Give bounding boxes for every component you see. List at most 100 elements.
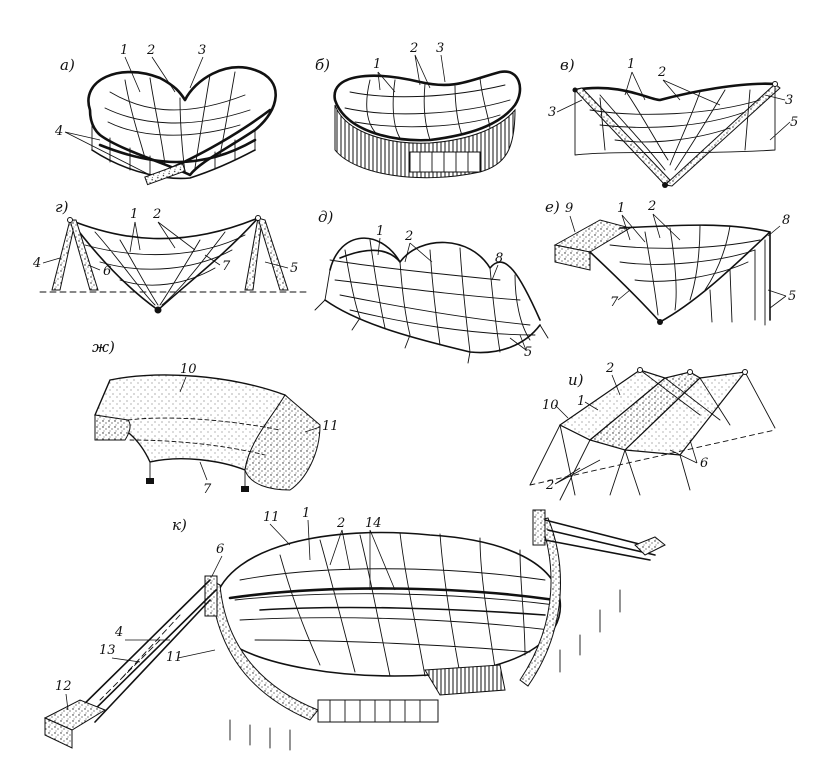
panel-k: к) 6 11 1 2 14 4 13 11 1	[43, 506, 666, 751]
panel-i-saddle-2	[588, 371, 701, 451]
panel-zh-foot-left	[146, 478, 154, 484]
panel-zh-legs	[149, 461, 246, 491]
panel-i-num-2a: 2	[605, 361, 614, 376]
panel-v: в) 1 2 3 3 5	[548, 56, 798, 188]
panel-b-num-3: 3	[436, 41, 444, 56]
panel-e-verticals	[709, 239, 766, 326]
panel-zh-cables	[127, 417, 281, 456]
panel-g-num-6: 6	[103, 264, 111, 279]
panel-k-facade	[317, 699, 439, 723]
panel-e-letter: е)	[545, 198, 560, 216]
panel-a-contour-ring	[87, 66, 277, 177]
panel-k-arch-right	[519, 517, 561, 687]
panel-d-anchors	[314, 299, 549, 364]
panel-k-num-12: 12	[55, 679, 72, 694]
panel-e-num-2: 2	[647, 199, 656, 214]
panel-g-leaders	[42, 221, 289, 271]
panel-k-anchor-right	[634, 536, 666, 556]
panel-zh-leaders	[179, 376, 321, 481]
panel-b-letter: б)	[315, 56, 330, 74]
panel-i-num-2b: 2	[545, 478, 554, 493]
panel-d-top-profile	[329, 237, 541, 321]
panel-d-num-8: 8	[495, 251, 503, 266]
panel-d-leaders	[377, 237, 527, 351]
panel-k-arch-left	[209, 579, 319, 721]
panel-a-net	[104, 71, 251, 173]
panel-k-cable-13	[99, 614, 181, 701]
panel-v-frame	[574, 83, 776, 156]
panel-k-num-13: 13	[99, 643, 116, 658]
panel-v-top-edge	[573, 82, 777, 102]
panel-b-leaders	[377, 54, 446, 93]
panel-d-num-5: 5	[524, 345, 532, 360]
panel-g-node-left	[67, 217, 73, 223]
panel-a-num-1: 1	[120, 43, 128, 58]
panel-g-num-2: 2	[152, 207, 161, 222]
panel-k-ramp	[424, 664, 506, 696]
panel-d-num-2: 2	[404, 229, 413, 244]
panel-i-num-10: 10	[542, 398, 559, 413]
panel-v-node-bottom	[662, 182, 668, 188]
panel-g-num-7: 7	[222, 259, 231, 274]
panel-v-leaders	[556, 71, 791, 141]
panel-i-node-2	[687, 369, 693, 375]
panel-k-num-2: 2	[336, 516, 345, 531]
panel-d: д) 1 2 8 5	[314, 208, 549, 364]
panel-b: б) 1 2 3	[315, 41, 522, 179]
panel-i: и) 2 1 10 2 6	[529, 361, 776, 501]
panel-d-arches	[324, 239, 531, 353]
panel-i-ground	[529, 429, 776, 486]
panel-v-num-3a: 3	[548, 105, 556, 120]
panel-e: е) 9 1 2 8 7 5	[545, 198, 796, 326]
panel-k-cable-14b	[259, 606, 546, 616]
panel-k-main-ring	[214, 531, 562, 677]
panel-i-stays	[529, 369, 776, 501]
panel-e-num-1: 1	[617, 201, 625, 216]
panel-v-num-5: 5	[790, 115, 798, 130]
panel-a-num-3: 3	[198, 43, 206, 58]
panel-d-net	[329, 259, 536, 336]
panel-g-node-bottom	[154, 306, 162, 314]
panel-i-node-3	[742, 369, 748, 375]
panel-d-rib-1	[339, 249, 401, 263]
panel-e-num-7: 7	[610, 295, 619, 310]
panel-zh-arch	[244, 394, 321, 491]
panel-i-leaders	[554, 374, 698, 485]
panel-i-letter: и)	[568, 371, 584, 389]
panel-k-backstay-right	[544, 519, 656, 561]
panel-k-num-6: 6	[216, 542, 224, 557]
panel-a: а) 1 2 3 4	[54, 43, 277, 186]
panel-a-arch-4a	[98, 138, 257, 164]
panel-v-arch-right	[663, 83, 781, 187]
panel-g-strut-right	[257, 217, 289, 291]
panel-e-support-front	[554, 244, 591, 271]
panel-k-cable-14	[228, 587, 557, 602]
panel-a-base	[91, 149, 256, 180]
panel-v-node-right	[772, 81, 778, 87]
panel-e-num-9: 9	[565, 201, 573, 216]
panel-e-leaders	[569, 213, 787, 309]
panel-e-num-8: 8	[782, 213, 790, 228]
panel-a-num-2: 2	[146, 43, 155, 58]
panel-a-num-4: 4	[54, 124, 63, 139]
panel-e-num-5: 5	[788, 289, 796, 304]
panel-g-num-1: 1	[130, 207, 138, 222]
panel-k-num-11b: 11	[166, 650, 183, 665]
panel-i-num-1: 1	[577, 394, 585, 409]
panel-k-leaders	[65, 519, 396, 711]
panel-g-node-right	[255, 215, 261, 221]
panel-b-contour-ring	[333, 70, 522, 142]
panel-e-net	[609, 225, 761, 316]
panel-b-num-2: 2	[409, 41, 418, 56]
panel-zh-foot-right	[241, 486, 249, 492]
panel-v-node-left	[572, 87, 578, 93]
panel-zh-num-11: 11	[322, 419, 339, 434]
panel-v-num-2: 2	[657, 65, 666, 80]
panel-g: г) 1 2 4 6 7 5	[32, 198, 311, 314]
panel-zh-num-7: 7	[203, 482, 212, 497]
panel-e-node-bottom	[657, 319, 663, 325]
panel-g-num-5: 5	[290, 261, 298, 276]
panel-k-num-4: 4	[114, 625, 123, 640]
panel-v-arch-left	[574, 87, 671, 186]
